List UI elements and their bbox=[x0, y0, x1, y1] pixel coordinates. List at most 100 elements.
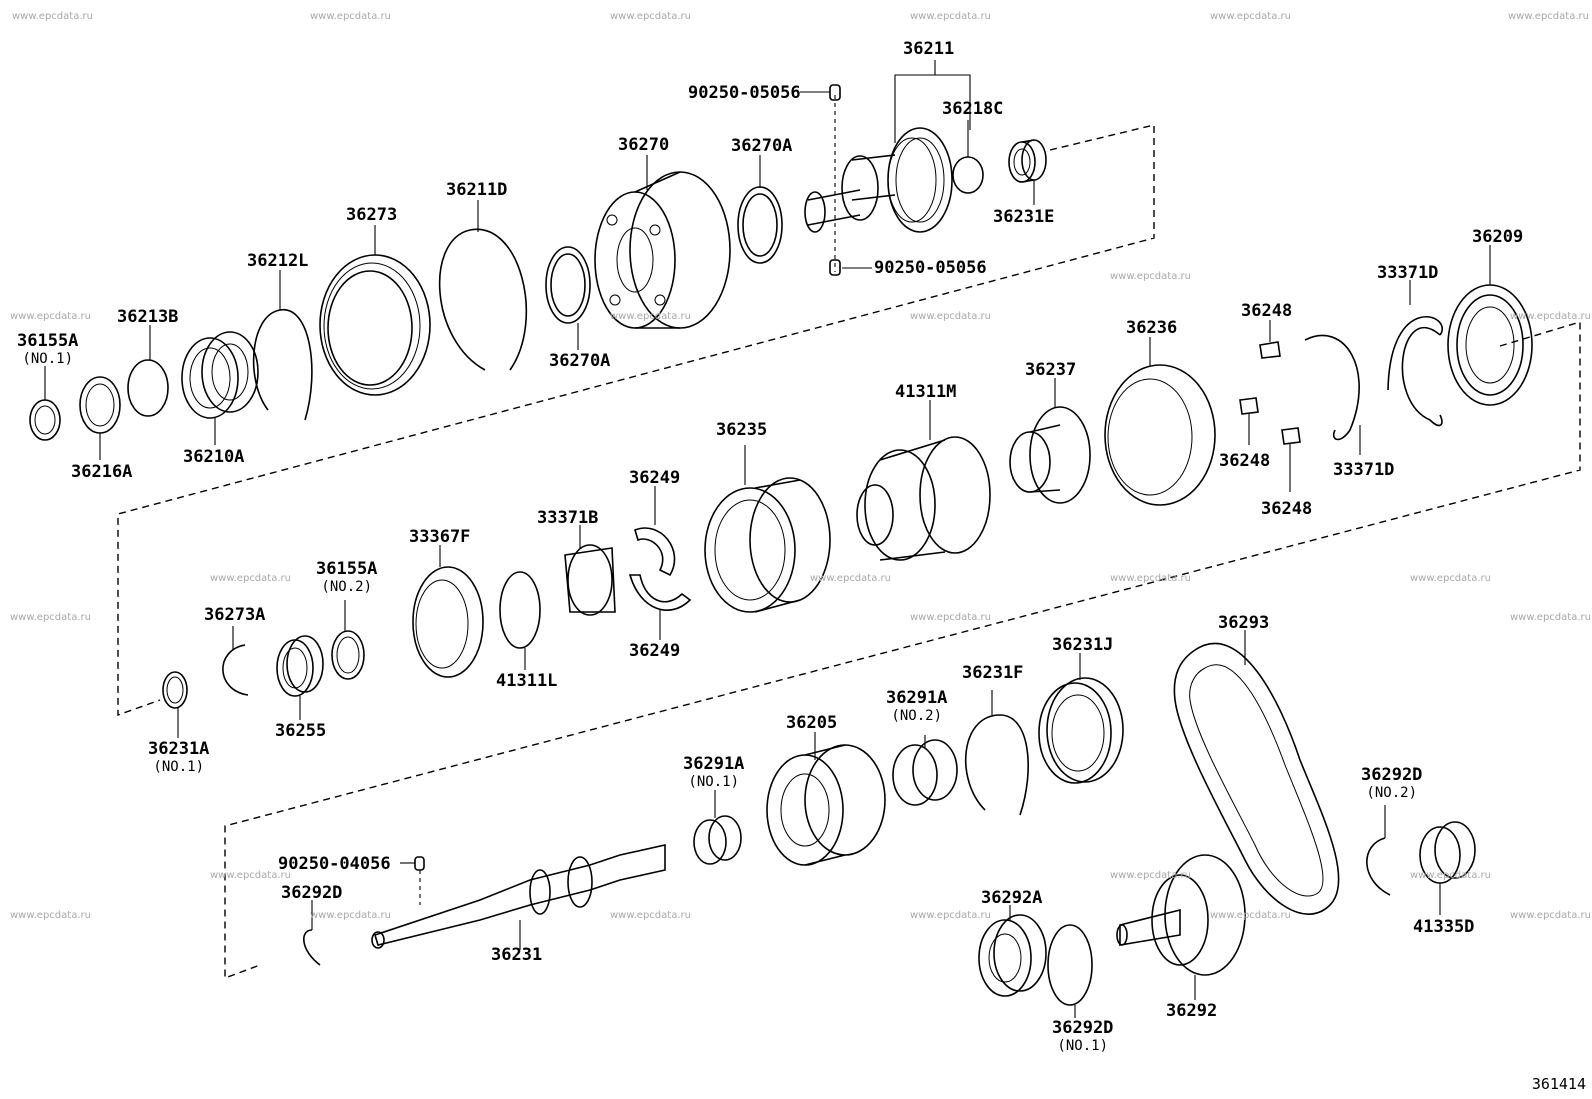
snap-ring-41311L bbox=[499, 571, 541, 670]
watermark: www.epcdata.ru bbox=[10, 612, 91, 623]
part-label-36231J: 36231J bbox=[1052, 635, 1114, 655]
shaft-36211 bbox=[804, 95, 953, 272]
part-label-36236: 36236 bbox=[1126, 318, 1178, 338]
watermark: www.epcdata.ru bbox=[1210, 910, 1291, 921]
part-label-33371D-upper: 33371D bbox=[1377, 263, 1439, 283]
part-label-36291A-no1-code: 36291A bbox=[683, 754, 745, 774]
sprocket-36292 bbox=[1116, 854, 1246, 1000]
part-label-33367F: 33367F bbox=[409, 527, 471, 547]
part-label-36212L: 36212L bbox=[247, 251, 309, 271]
watermark: www.epcdata.ru bbox=[1110, 573, 1191, 584]
watermark: www.epcdata.ru bbox=[210, 573, 291, 584]
part-label-36235: 36235 bbox=[716, 420, 768, 440]
part-label-36231A-no1-variant: (NO.1) bbox=[153, 759, 204, 775]
bearing-36210A bbox=[181, 331, 259, 445]
plate-33371B bbox=[564, 525, 616, 616]
assembly-boundary-lines bbox=[117, 124, 1581, 980]
watermark: www.epcdata.ru bbox=[1510, 612, 1591, 623]
snap-ring-36292D bbox=[303, 900, 321, 966]
part-label-36205: 36205 bbox=[786, 713, 838, 733]
part-label-36231: 36231 bbox=[491, 945, 543, 965]
part-label-36248-mid: 36248 bbox=[1219, 451, 1271, 471]
part-label-36270: 36270 bbox=[618, 135, 670, 155]
part-label-36270A-lower: 36270A bbox=[549, 351, 611, 371]
watermark: www.epcdata.ru bbox=[610, 311, 691, 322]
part-label-36292D-no1-variant: (NO.1) bbox=[1057, 1038, 1108, 1054]
part-label-36213B: 36213B bbox=[117, 307, 179, 327]
dowel-pin-90250-04056 bbox=[400, 856, 425, 905]
plug-36218C bbox=[952, 120, 984, 194]
clip-36248-low bbox=[1281, 427, 1301, 492]
gear-36235 bbox=[704, 445, 831, 613]
part-label-36155A-no1: 36155A(NO.1) bbox=[17, 332, 78, 368]
part-label-41311L: 41311L bbox=[496, 671, 558, 691]
part-label-36155A-no1-variant: (NO.1) bbox=[22, 351, 73, 367]
bracket-36211 bbox=[894, 60, 971, 143]
part-label-33371B: 33371B bbox=[537, 508, 599, 528]
watermark: www.epcdata.ru bbox=[1510, 311, 1591, 322]
part-label-36248-low: 36248 bbox=[1261, 499, 1313, 519]
chain-36293 bbox=[1173, 630, 1340, 915]
snap-ring-36231F bbox=[965, 690, 1029, 816]
watermark: www.epcdata.ru bbox=[810, 573, 891, 584]
part-label-36291A-no2-variant: (NO.2) bbox=[891, 708, 942, 724]
watermark: www.epcdata.ru bbox=[910, 910, 991, 921]
bearing-36292A bbox=[978, 905, 1047, 997]
watermark: www.epcdata.ru bbox=[310, 11, 391, 22]
part-label-36249-lower: 36249 bbox=[629, 641, 681, 661]
part-label-36248-top: 36248 bbox=[1241, 301, 1293, 321]
watermark: www.epcdata.ru bbox=[10, 311, 91, 322]
part-label-36291A-no1-variant: (NO.1) bbox=[688, 774, 739, 790]
part-label-41335D: 41335D bbox=[1413, 917, 1475, 937]
part-label-36292D-no2-variant: (NO.2) bbox=[1366, 785, 1417, 801]
part-label-36291A-no2: 36291A(NO.2) bbox=[886, 689, 947, 725]
watermark: www.epcdata.ru bbox=[610, 910, 691, 921]
ring-36270A-lower bbox=[545, 246, 591, 350]
part-label-36231F: 36231F bbox=[962, 663, 1024, 683]
watermark: www.epcdata.ru bbox=[12, 11, 93, 22]
ring-36155A-no2 bbox=[331, 600, 365, 680]
part-label-36292D-no1: 36292D(NO.1) bbox=[1052, 1019, 1113, 1055]
part-label-36231E: 36231E bbox=[993, 207, 1055, 227]
snap-ring-36211D bbox=[438, 200, 528, 371]
collar-36255 bbox=[276, 635, 324, 720]
figure-code: 361414 bbox=[1531, 1075, 1586, 1093]
watermark: www.epcdata.ru bbox=[910, 311, 991, 322]
hub-36237 bbox=[1009, 378, 1091, 504]
watermark: www.epcdata.ru bbox=[910, 612, 991, 623]
part-label-36231A-no1-code: 36231A bbox=[148, 739, 210, 759]
seal-36209 bbox=[1447, 245, 1533, 406]
clutch-41311M bbox=[856, 400, 991, 561]
part-label-36255: 36255 bbox=[275, 721, 327, 741]
part-label-36155A-no2-variant: (NO.2) bbox=[321, 579, 372, 595]
part-label-36273: 36273 bbox=[346, 205, 398, 225]
part-label-36210A: 36210A bbox=[183, 447, 245, 467]
part-label-33371D-lower: 33371D bbox=[1333, 460, 1395, 480]
watermark: www.epcdata.ru bbox=[1410, 870, 1491, 881]
snap-ring-33371D-upper bbox=[1387, 280, 1443, 427]
part-label-36270A-upper: 36270A bbox=[731, 136, 793, 156]
part-label-36155A-no2-code: 36155A bbox=[316, 559, 378, 579]
watermark: www.epcdata.ru bbox=[1410, 573, 1491, 584]
part-label-36293: 36293 bbox=[1218, 613, 1270, 633]
bearing-36231J bbox=[1038, 653, 1124, 784]
watermark: www.epcdata.ru bbox=[10, 910, 91, 921]
part-label-36291A-no2-code: 36291A bbox=[886, 688, 948, 708]
part-label-36292D: 36292D bbox=[281, 883, 343, 903]
watermark: www.epcdata.ru bbox=[1110, 870, 1191, 881]
part-label-36291A-no1: 36291A(NO.1) bbox=[683, 755, 744, 791]
bearing-36231E bbox=[1008, 139, 1047, 205]
part-label-36237: 36237 bbox=[1025, 360, 1077, 380]
part-label-36249-upper: 36249 bbox=[629, 468, 681, 488]
ring-36270A-upper bbox=[737, 155, 783, 264]
shaft-36231 bbox=[371, 844, 666, 950]
bearing-36291A-no1 bbox=[693, 790, 742, 865]
part-label-36155A-no1-code: 36155A bbox=[17, 331, 79, 351]
collar-36216A bbox=[79, 376, 121, 460]
part-label-90250-05056-top: 90250-05056 bbox=[688, 83, 801, 103]
bearing-36291A-no2 bbox=[892, 735, 958, 806]
watermark: www.epcdata.ru bbox=[1510, 910, 1591, 921]
snap-ring-33371D-lower bbox=[1304, 334, 1361, 455]
part-label-36292D-no1-code: 36292D bbox=[1052, 1018, 1114, 1038]
